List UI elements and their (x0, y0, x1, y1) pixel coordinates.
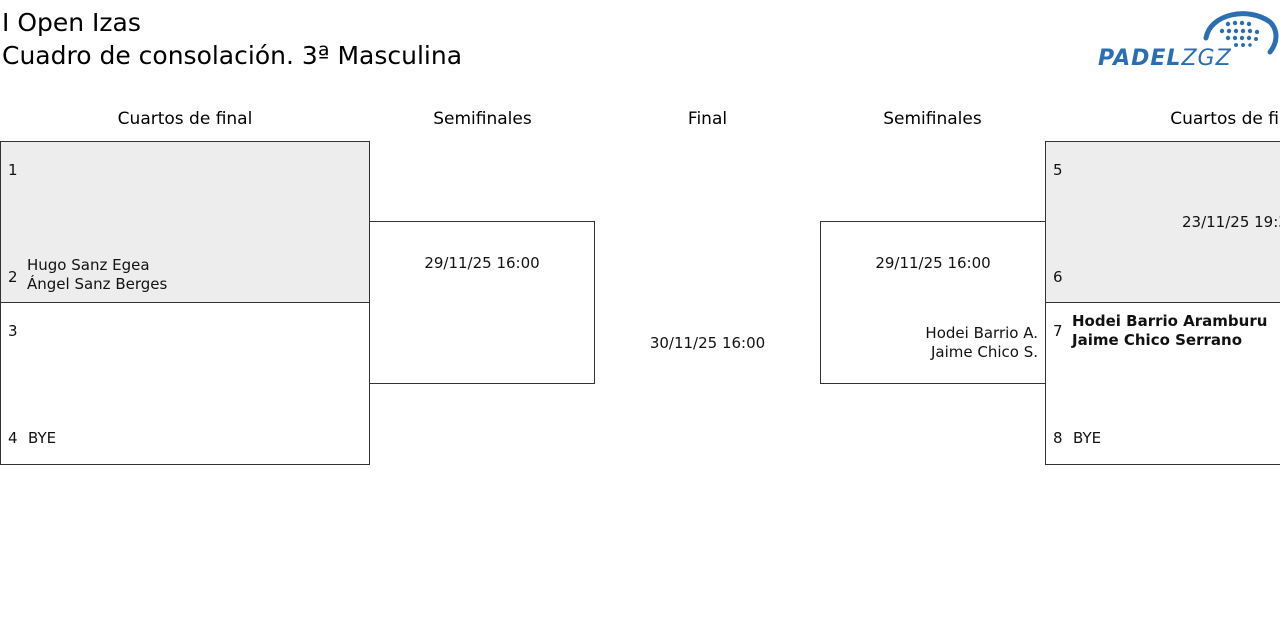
seed-number: 3 (8, 322, 18, 340)
seed-number: 2 (8, 268, 18, 286)
winner-player-name: Hodei Barrio Aramburu (1072, 312, 1268, 330)
player-name: Hugo Sanz Egea (27, 256, 150, 274)
left-semifinal-match[interactable]: 29/11/25 16:00 (369, 221, 595, 384)
player-name: Jaime Chico S. (930, 343, 1038, 361)
draw-subtitle: Cuadro de consolación. 3ª Masculina (2, 41, 463, 70)
column-header-left-quarters: Cuartos de final (117, 109, 253, 129)
match-date: 23/11/25 19:30 (1182, 213, 1280, 231)
final-match-date: 30/11/25 16:00 (649, 334, 766, 352)
seed-number: 6 (1053, 268, 1063, 286)
winner-player-name: Jaime Chico Serrano (1072, 331, 1242, 349)
left-quarter-match-2[interactable]: 3 4 BYE (0, 302, 370, 465)
right-quarter-match-1[interactable]: 5 23/11/25 19:30 6 (1045, 141, 1280, 303)
column-header-final: Final (687, 109, 728, 129)
seed-number: 1 (8, 161, 18, 179)
seed-number: 4 (8, 429, 18, 447)
logo-text-light: ZGZ (1181, 46, 1232, 71)
seed-number: 5 (1053, 161, 1063, 179)
right-quarter-match-2[interactable]: 7 Hodei Barrio Aramburu Jaime Chico Serr… (1045, 302, 1280, 465)
player-name: Ángel Sanz Berges (27, 275, 168, 293)
bye-label: BYE (28, 429, 57, 447)
match-date: 29/11/25 16:00 (424, 254, 540, 272)
column-header-right-quarters: Cuartos de fin (1170, 109, 1280, 129)
logo-text-dark: PADEL (1098, 46, 1182, 71)
match-date: 29/11/25 16:00 (875, 254, 991, 272)
column-header-right-semis: Semifinales (883, 109, 982, 129)
column-header-left-semis: Semifinales (433, 109, 532, 129)
logo-ball-icon (1203, 11, 1279, 55)
player-name: Hodei Barrio A. (925, 324, 1038, 342)
padelzgz-logo: PADELZGZ (1098, 8, 1280, 74)
bye-label: BYE (1073, 429, 1102, 447)
logo-wordmark: PADELZGZ (1098, 46, 1232, 71)
seed-number: 7 (1053, 322, 1063, 340)
tournament-title: I Open Izas (2, 8, 141, 37)
left-quarter-match-1[interactable]: 1 2 Hugo Sanz Egea Ángel Sanz Berges (0, 141, 370, 303)
seed-number: 8 (1053, 429, 1063, 447)
right-semifinal-match[interactable]: 29/11/25 16:00 Hodei Barrio A. Jaime Chi… (820, 221, 1046, 384)
